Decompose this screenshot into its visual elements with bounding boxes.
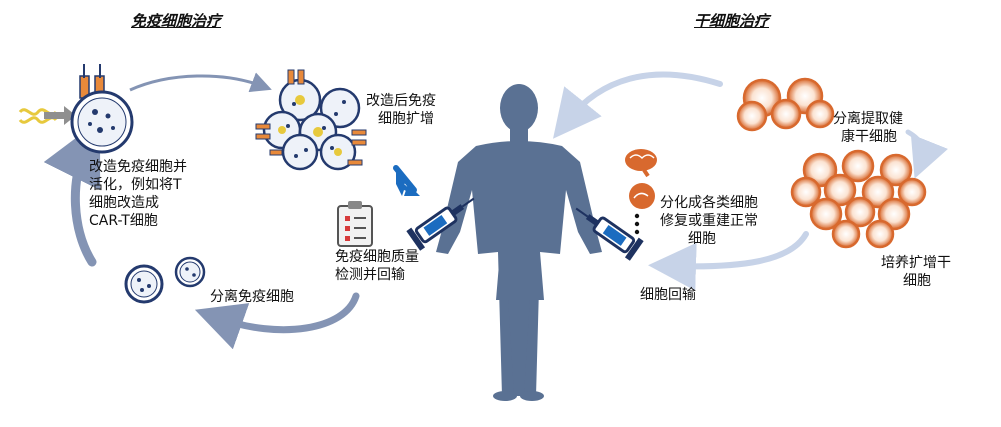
label-differentiate: 分化成各类细胞 修复或重建正常 细胞 [660, 195, 758, 247]
expanded-cell-cluster [255, 69, 367, 171]
syringe-right-icon [575, 207, 644, 261]
label-cell-reinfuse: 细胞回输 [640, 287, 696, 303]
cycle-arrow-top [129, 72, 272, 93]
stem-cells-cultured [790, 149, 927, 249]
label-isolate-stem: 分离提取健 康干细胞 [833, 111, 903, 145]
ellipsis-dots-icon [634, 213, 640, 235]
stem-arrow-top [552, 71, 723, 139]
gray-arrow-icon [44, 106, 76, 125]
clipboard-checklist-icon [337, 201, 373, 247]
stem-arrow-bottom [648, 231, 809, 291]
modified-immune-cell [70, 64, 134, 154]
syringe-left-icon [406, 197, 475, 251]
label-modify-activate: 改造免疫细胞并 活化，例如将T 细胞改造成 CAR-T细胞 [89, 159, 187, 229]
cycle-arrow-bottom [194, 292, 360, 350]
label-qc-reinfuse: 免疫细胞质量 检测并回输 [335, 249, 419, 283]
stem-cells-isolated [736, 77, 835, 132]
cycle-arrow-left [43, 119, 101, 267]
muscle-cell-icon [629, 183, 655, 209]
human-body-figure [436, 84, 602, 401]
label-culture-expand: 培养扩增干 细胞 [881, 255, 951, 289]
label-expand: 改造后免疫 细胞扩增 [366, 93, 436, 127]
label-isolate-immune: 分离免疫细胞 [210, 289, 294, 305]
brain-icon [625, 149, 657, 178]
stem-arrow-right [905, 129, 948, 179]
isolated-immune-cells [124, 256, 206, 304]
immune-therapy-title: 免疫细胞治疗 [131, 12, 222, 30]
stem-cell-therapy-title: 干细胞治疗 [694, 12, 770, 30]
